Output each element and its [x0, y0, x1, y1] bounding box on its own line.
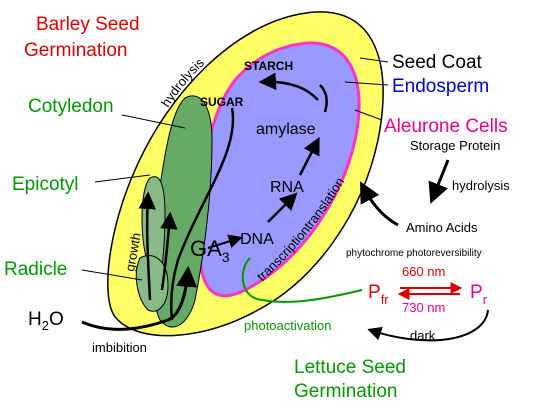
photoactivation-line: [241, 257, 363, 303]
amino-to-aleurone-arrow: [360, 181, 399, 227]
aleurone-pointer: [354, 109, 383, 121]
pr-label: Pr: [470, 282, 488, 307]
amylase-label: amylase: [256, 121, 316, 138]
hydrolysis-right-label: hydrolysis: [452, 178, 510, 193]
h2o-o: O: [49, 309, 64, 330]
endosperm-pointer: [344, 81, 389, 86]
seed-coat-pointer: [359, 57, 389, 63]
dark-arrow: [367, 309, 489, 342]
cotyledon-label: Cotyledon: [28, 96, 114, 117]
pr-subscript: r: [483, 292, 488, 307]
ga-subscript: 3: [222, 249, 230, 265]
barley-title-line2: Germination: [24, 40, 128, 61]
ga-label: GA3: [190, 236, 230, 265]
epicotyl-pointer: [94, 174, 151, 183]
amylase-to-starch-arrow: [319, 84, 328, 113]
storage-protein-label: Storage Protein: [410, 138, 500, 153]
growth-arrow-left: [138, 191, 156, 301]
epicotyl-label: Epicotyl: [12, 174, 79, 195]
photoactivation-label: photoactivation: [244, 318, 331, 333]
dna-label: DNA: [240, 231, 274, 248]
h2o-h: H: [28, 309, 42, 330]
pfr-main: P: [368, 282, 381, 303]
ga-to-dna-arrow: [207, 234, 243, 249]
pfr-label: Pfr: [368, 282, 389, 307]
660nm-label: 660 nm: [402, 264, 445, 279]
cotyledon-pointer: [121, 114, 186, 129]
aleurone-label: Aleurone Cells: [384, 116, 508, 137]
pr-main: P: [470, 282, 483, 303]
rna-label: RNA: [270, 179, 304, 196]
pfr-subscript: fr: [381, 292, 390, 307]
h2o-2: 2: [42, 318, 49, 333]
phytochrome-label: phytochrome photoreversibility: [346, 248, 482, 259]
starch-to-sugar-arrow: [258, 72, 319, 101]
seed-coat-label: Seed Coat: [392, 52, 483, 73]
sugar-label: SUGAR: [200, 95, 244, 109]
endosperm-label: Endosperm: [392, 76, 489, 97]
storage-to-amino-arrow: [428, 159, 450, 204]
rna-to-amylase-arrow: [298, 136, 320, 176]
radicle-label: Radicle: [4, 259, 67, 280]
lettuce-title-line2: Germination: [294, 381, 398, 402]
imbibition-label: imbibition: [92, 340, 147, 355]
amino-acids-label: Amino Acids: [406, 220, 478, 235]
imbibition-arrow: [81, 265, 198, 331]
radicle-pointer: [81, 269, 143, 281]
dna-to-rna-arrow: [267, 192, 298, 223]
starch-label: STARCH: [244, 59, 293, 73]
growth-arrow-mid: [160, 211, 178, 291]
growth-label: growth: [122, 231, 144, 272]
730nm-label: 730 nm: [402, 300, 445, 315]
h2o-label: H2O: [28, 309, 64, 333]
ga-main: GA: [190, 236, 222, 261]
radicle-shape: [135, 255, 169, 312]
dark-label: dark: [410, 328, 436, 343]
lettuce-title-line1: Lettuce Seed: [294, 357, 406, 378]
sugar-to-growth-line: [170, 107, 235, 321]
barley-title-line1: Barley Seed: [36, 14, 140, 35]
